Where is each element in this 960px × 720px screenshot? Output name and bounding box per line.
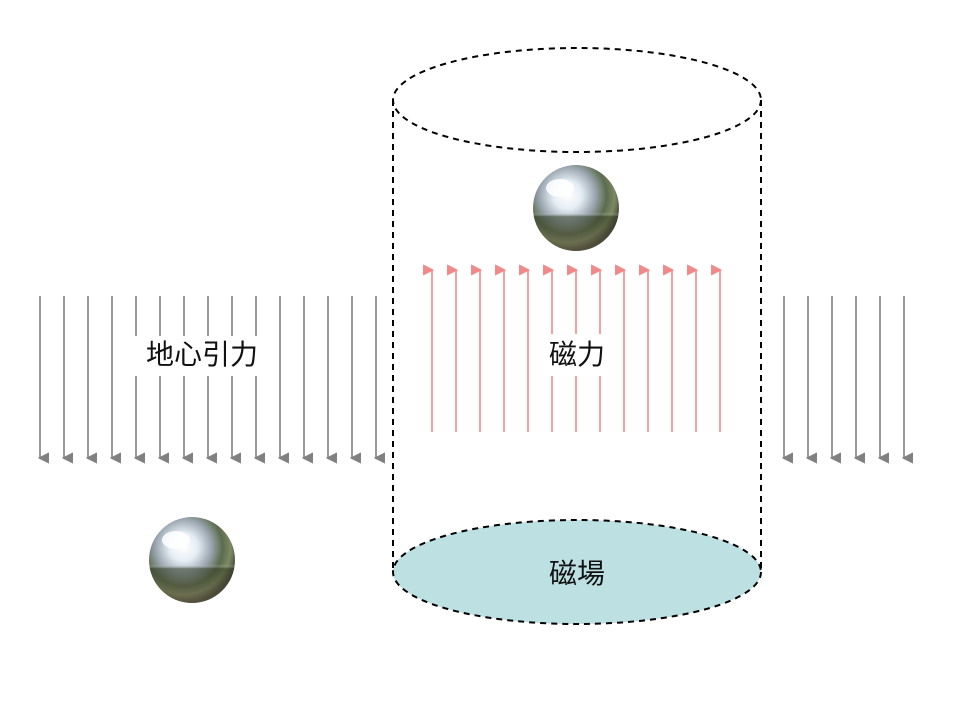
magnetic-label-background [540,334,614,376]
magnetic-field-label: 磁場 [548,557,606,590]
gravity-label: 地心引力 [145,338,259,371]
gravity-arrows-right [781,296,913,464]
gravity-arrows-left [37,296,385,464]
gravity-label-background [128,336,276,376]
magnetic-force-label: 磁力 [548,338,606,371]
chrome-sphere-icon [533,165,619,251]
magnetic-field-base [392,519,762,625]
cylinder-top [392,47,762,153]
chrome-sphere-icon [149,517,235,603]
